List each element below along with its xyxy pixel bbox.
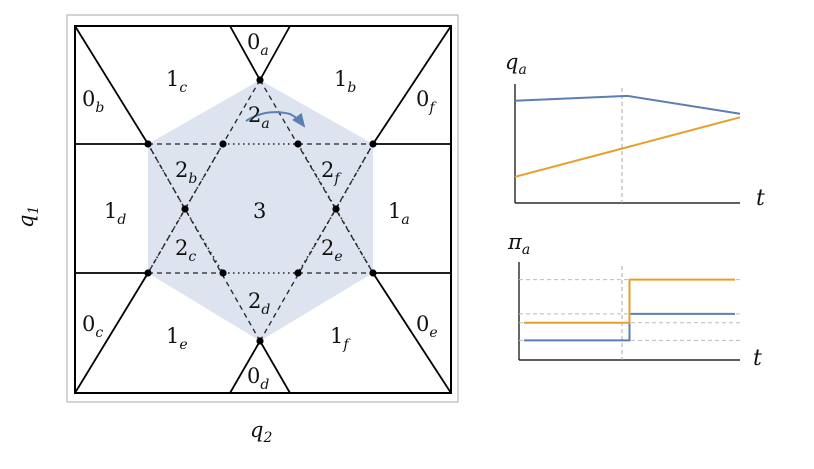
region-boundaries xyxy=(74,25,452,394)
region-label-2e: 2e xyxy=(321,236,343,265)
region-label-0d: 0d xyxy=(247,364,269,393)
plot-qa-series-2 xyxy=(514,116,741,178)
region-label-0e: 0e xyxy=(416,312,438,341)
plot-qa-y-label: qa xyxy=(505,50,527,78)
region-label-2d: 2d xyxy=(248,289,270,318)
region-label-2a: 2a xyxy=(248,103,270,132)
region-label-3: 3 xyxy=(253,199,266,223)
plot-pia-series-1 xyxy=(524,312,735,342)
region-label-2b: 2b xyxy=(175,158,197,187)
plot-pia-series-2 xyxy=(524,278,735,324)
plot-pia: πa t xyxy=(507,230,762,371)
trajectory-arrow xyxy=(245,111,306,128)
region-label-1b: 1b xyxy=(334,67,356,96)
region-label-0f: 0f xyxy=(416,87,437,116)
plot-pia-series xyxy=(524,278,735,342)
plot-qa-series-1 xyxy=(514,94,741,115)
state-diagram: 0a 0b 0c 0d 0e 0f 1a 1b 1c 1d 1e 1f 2a 2… xyxy=(14,14,459,446)
x-axis-label: q2 xyxy=(250,418,272,446)
region-label-1c: 1c xyxy=(166,67,187,96)
region-label-2f: 2f xyxy=(321,158,342,187)
region-label-1e: 1e xyxy=(166,324,188,353)
region-label-1f: 1f xyxy=(330,324,351,353)
plot-pia-y-label: πa xyxy=(507,230,530,258)
region-label-0b: 0b xyxy=(82,87,104,116)
plot-qa-x-label: t xyxy=(756,186,765,211)
vertices xyxy=(144,76,377,345)
region-label-1d: 1d xyxy=(104,199,126,228)
plot-qa: qa t xyxy=(505,50,765,211)
region-label-2c: 2c xyxy=(175,236,196,265)
central-hexagon xyxy=(148,80,373,341)
y-axis-label: q1 xyxy=(14,206,42,228)
plot-qa-series xyxy=(514,94,741,178)
region-label-0a: 0a xyxy=(247,30,269,59)
diagram-frame xyxy=(66,14,459,403)
plot-pia-x-label: t xyxy=(753,346,762,371)
region-label-1a: 1a xyxy=(388,199,410,228)
region-labels: 0a 0b 0c 0d 0e 0f 1a 1b 1c 1d 1e 1f 2a 2… xyxy=(82,30,438,393)
inner-square xyxy=(74,25,452,394)
region-label-0c: 0c xyxy=(82,312,103,341)
